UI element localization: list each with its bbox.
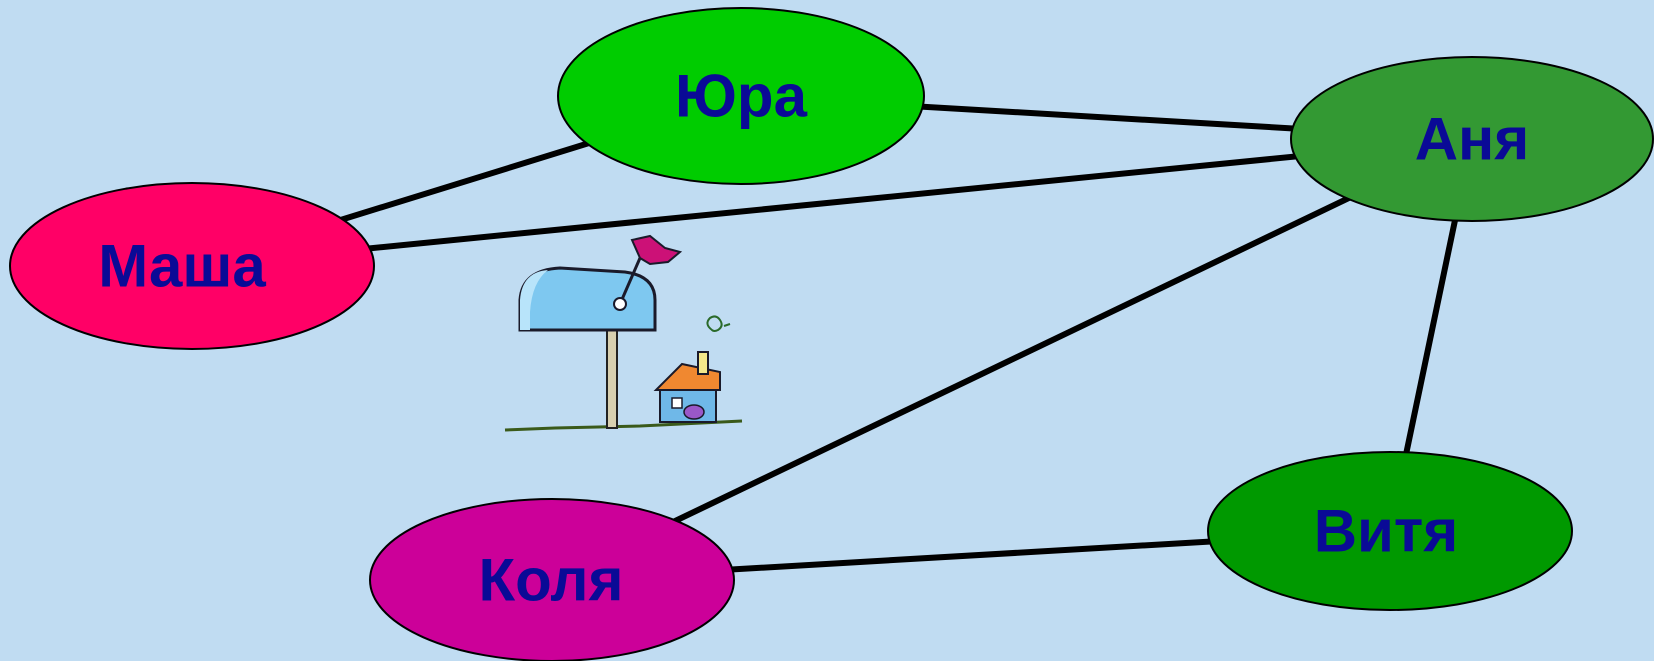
node-kolya[interactable]: Коля [369, 498, 735, 661]
node-masha-shape [9, 182, 375, 350]
node-anya[interactable]: Аня [1290, 56, 1654, 222]
edge-masha-anya [191, 136, 1473, 269]
edge-kolya-anya [550, 136, 1474, 583]
node-yura-shape [557, 7, 925, 185]
mailbox-house-icon [504, 234, 743, 432]
node-masha[interactable]: Маша [9, 182, 375, 350]
node-masha-label: Маша [98, 233, 266, 300]
node-vitya[interactable]: Витя [1207, 451, 1573, 611]
node-yura-label: Юра [675, 63, 808, 130]
node-anya-label: Аня [1415, 106, 1530, 173]
node-kolya-label: Коля [479, 547, 624, 614]
node-vitya-label: Витя [1314, 498, 1459, 565]
node-yura[interactable]: Юра [557, 7, 925, 185]
node-anya-shape [1290, 56, 1654, 222]
node-vitya-shape [1207, 451, 1573, 611]
node-kolya-shape [369, 498, 735, 661]
